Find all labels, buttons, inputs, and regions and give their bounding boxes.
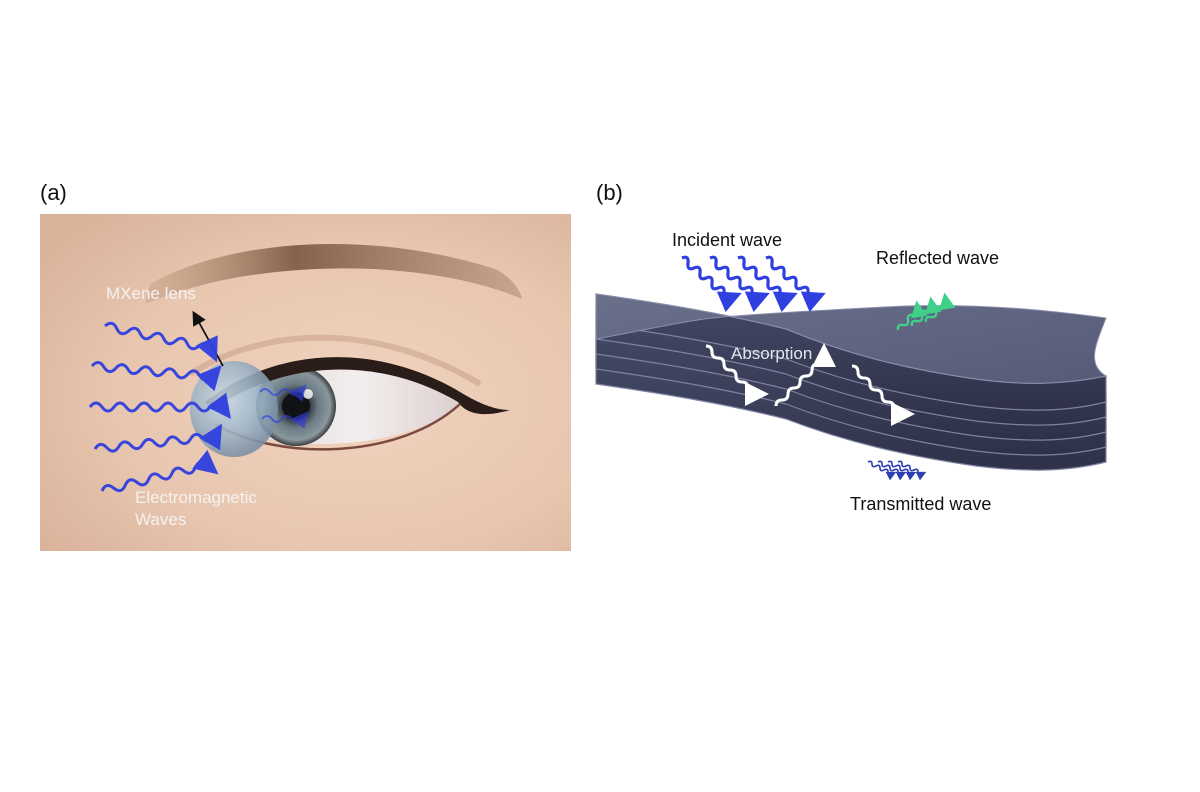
- em-wave: [88, 392, 232, 419]
- transmitted-waves-group: [867, 460, 927, 481]
- absorbed-path: [705, 344, 769, 406]
- transmitted-wave-label: Transmitted wave: [850, 494, 992, 514]
- incident-wave-label: Incident wave: [672, 230, 783, 250]
- em-wave: [93, 423, 223, 453]
- panel-b-label: (b): [596, 180, 623, 205]
- reflected-wave-label: Reflected wave: [876, 248, 1000, 268]
- mxene-layers-illustration: [595, 255, 1108, 481]
- absorbed-path: [851, 364, 915, 426]
- waves-label-line2: Waves: [135, 510, 187, 529]
- panel-a-label: (a): [40, 180, 67, 205]
- transmitted-wave: [897, 460, 927, 481]
- incident-waves-group-2: [709, 255, 826, 313]
- transmitted-wave: [877, 460, 907, 481]
- absorption-paths: [705, 343, 915, 426]
- absorbed-path: [774, 343, 836, 407]
- incident-wave: [709, 255, 770, 313]
- incident-wave: [681, 255, 742, 313]
- waves-label-line1: Electromagnetic: [135, 488, 257, 507]
- eye-illustration-panel: MXene lens Electromagnetic Waves: [40, 214, 571, 551]
- reflected-waves-group: [896, 292, 956, 331]
- mxene-layers-panel: Incident wave Reflected wave Absorption …: [586, 214, 1126, 534]
- mxene-lens-label: MXene lens: [106, 284, 196, 303]
- em-wave-through-lens: [261, 411, 309, 429]
- em-wave-through-lens: [259, 384, 307, 402]
- panel-a-overlay: [88, 310, 309, 493]
- mxene-layer-stack: [595, 293, 1108, 471]
- transmitted-wave: [887, 460, 917, 481]
- absorption-label: Absorption: [731, 344, 813, 363]
- lens-pointer-arrow: [192, 310, 224, 367]
- reflected-wave: [924, 292, 956, 323]
- incident-wave: [737, 255, 798, 313]
- incident-waves-group: [681, 255, 742, 313]
- transmitted-wave: [867, 460, 897, 481]
- reflected-wave: [910, 296, 942, 327]
- em-wave: [90, 361, 222, 392]
- incident-wave: [765, 255, 826, 313]
- em-wave: [104, 321, 218, 363]
- reflected-wave: [896, 300, 928, 331]
- em-wave: [100, 449, 219, 493]
- em-waves-group: [88, 321, 309, 493]
